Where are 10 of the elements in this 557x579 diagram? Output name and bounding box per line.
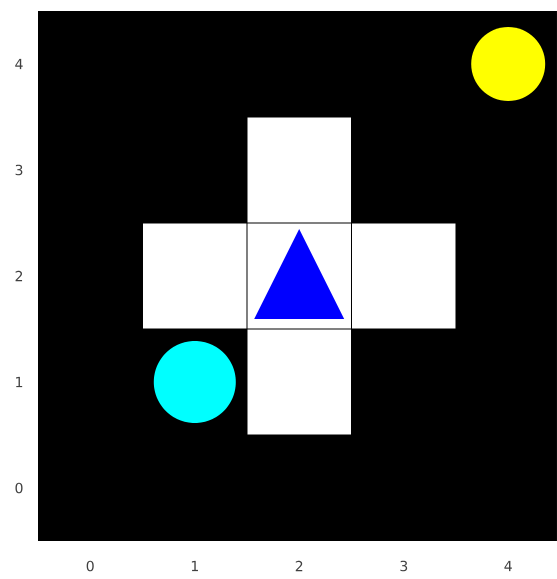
y-axis-label: 1 [16,376,22,388]
x-axis-label: 0 [86,560,94,572]
y-axis-label: 4 [15,58,23,70]
y-axis-label: 2 [16,270,22,282]
y-axis-label: 3 [16,164,22,176]
x-axis-label: 4 [504,560,512,572]
y-axis-label: 0 [15,482,23,494]
x-axis-label: 2 [296,560,302,572]
x-axis-label: 1 [192,560,198,572]
x-axis-label: 3 [400,560,408,572]
